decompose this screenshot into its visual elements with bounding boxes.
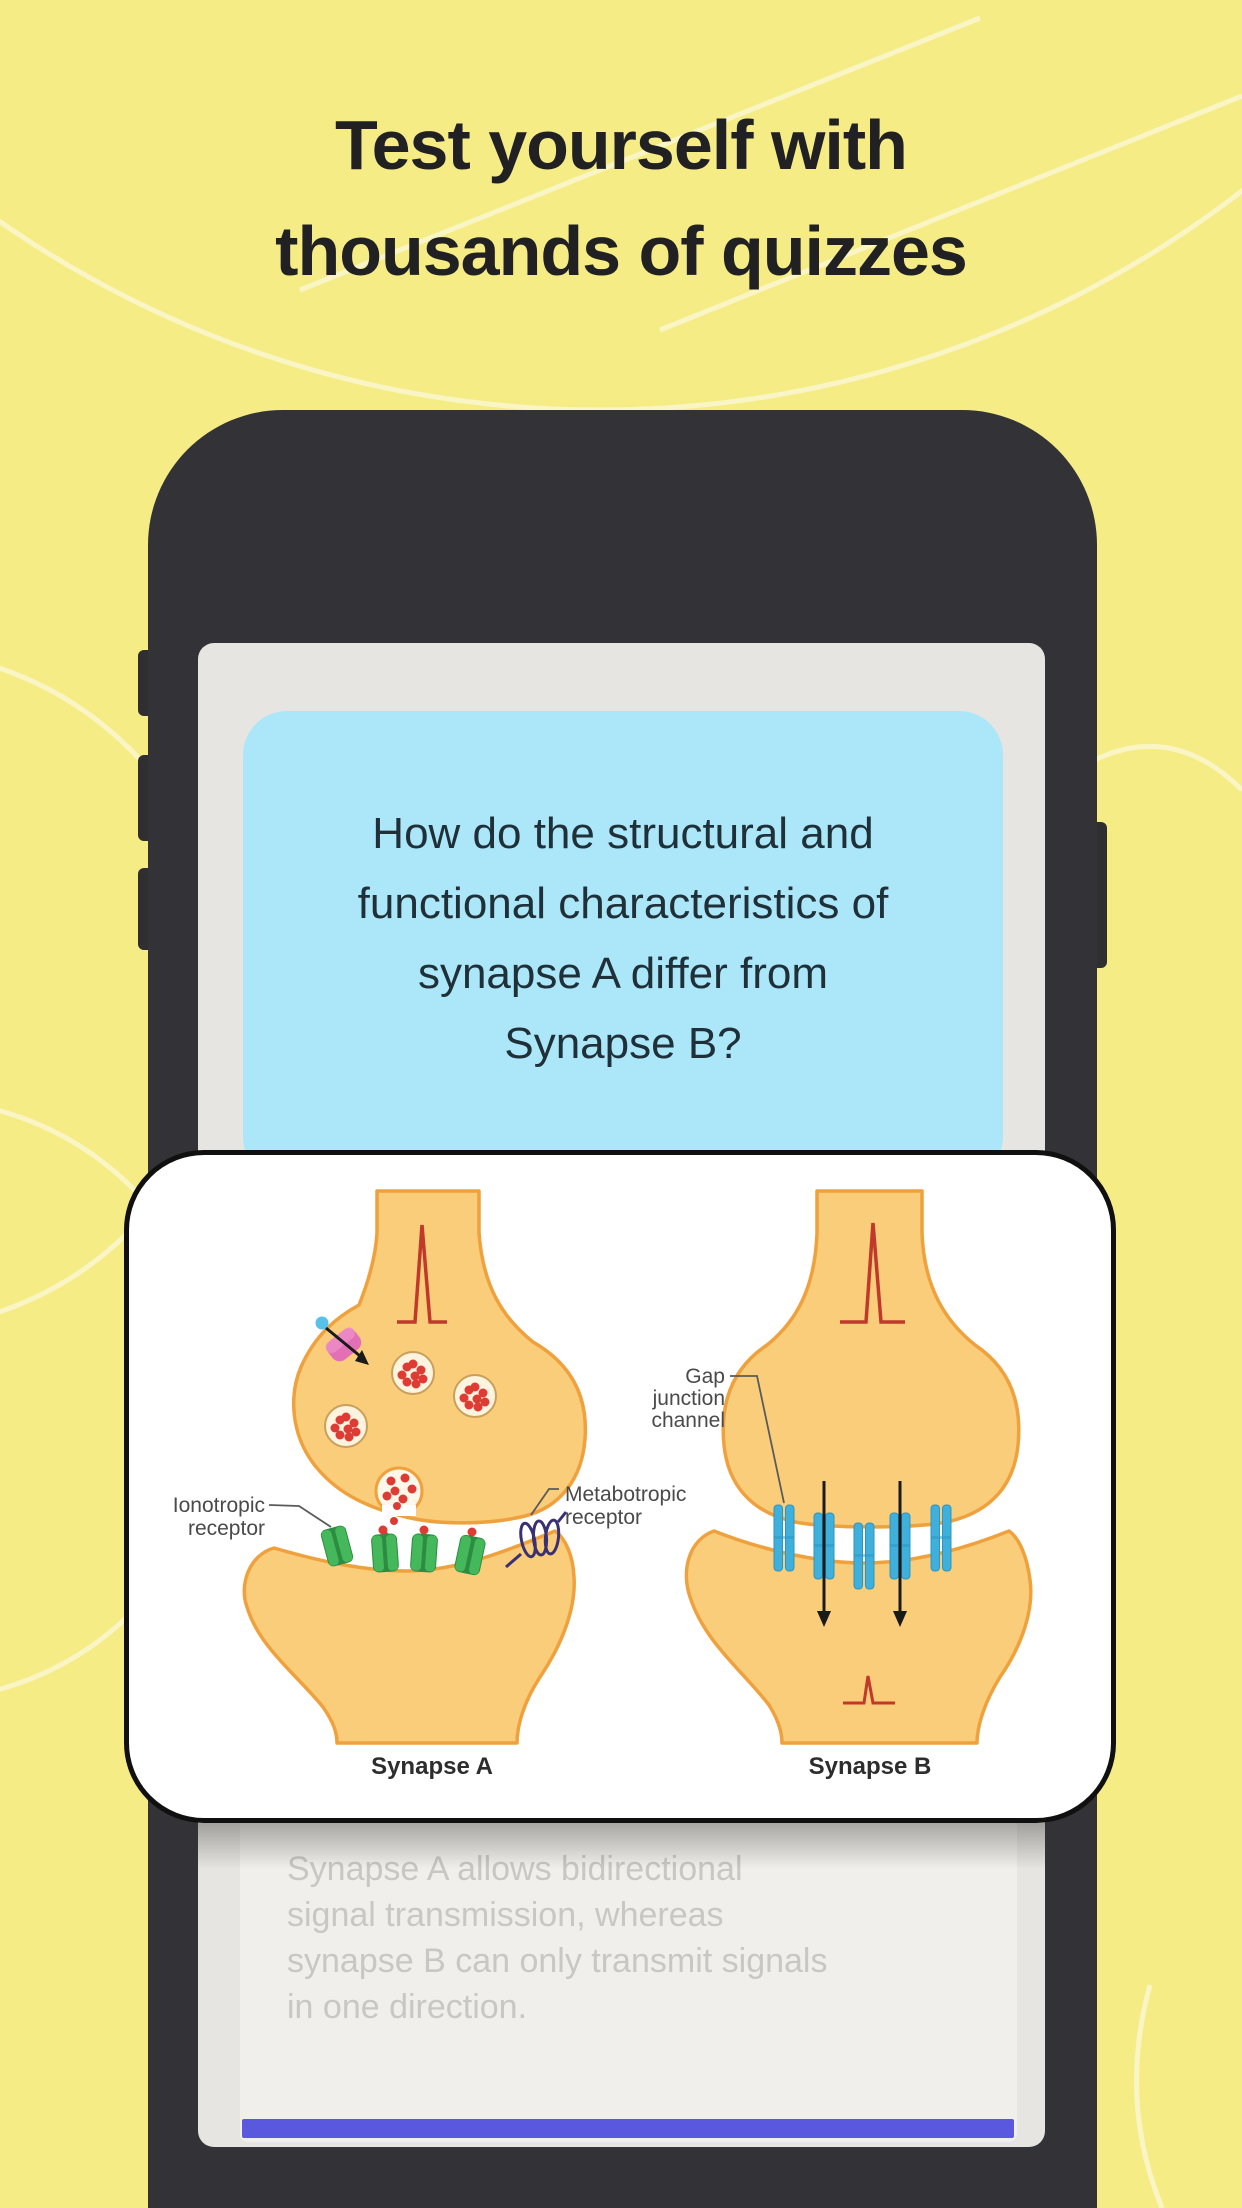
postsynaptic-cell-a <box>242 1529 576 1745</box>
ionotropic-pointer-line <box>268 1504 332 1528</box>
ionotropic-label-line1: Ionotropic <box>173 1494 265 1517</box>
presynaptic-terminal-a <box>292 1189 588 1525</box>
metabotropic-label-line2: receptor <box>565 1506 642 1529</box>
ionotropic-receptor-icon <box>409 1533 439 1573</box>
synapse-diagram-card: Ionotropic receptor Metabotropic recepto… <box>124 1150 1116 1823</box>
ionotropic-label-line2: receptor <box>188 1517 265 1540</box>
headline-line1: Test yourself with <box>335 106 908 184</box>
headline-bold-word: quizzes <box>721 212 968 290</box>
vesicle-icon <box>391 1351 435 1395</box>
quiz-question: How do the structural and functional cha… <box>357 809 889 1068</box>
arrowhead-icon <box>893 1611 907 1627</box>
vesicle-icon <box>324 1404 368 1448</box>
arrowhead-icon <box>817 1611 831 1627</box>
ionotropic-receptor-icon <box>370 1533 400 1573</box>
quiz-answer: Synapse A allows bidirectional signal tr… <box>287 1850 828 2026</box>
diagram-card-shadow <box>198 1823 1045 1869</box>
bound-neurotransmitter-icons <box>378 1525 477 1537</box>
gap-junction-label-line1: Gap <box>685 1365 725 1388</box>
synapse-b-caption: Synapse B <box>809 1753 932 1780</box>
quiz-answer-card[interactable]: Synapse A allows bidirectional signal tr… <box>240 1823 1017 2142</box>
molecule-icon <box>315 1316 329 1330</box>
postsynaptic-potential-icon <box>843 1675 895 1705</box>
signal-direction-arrows <box>822 1481 902 1613</box>
synapse-a-figure: Ionotropic receptor Metabotropic recepto… <box>173 1189 686 1780</box>
metabotropic-receptor-icon <box>505 1511 568 1569</box>
metabotropic-pointer-line <box>530 1488 559 1516</box>
quiz-question-card[interactable]: How do the structural and functional cha… <box>243 711 1003 1181</box>
headline-line2: thousands of quizzes <box>275 212 968 290</box>
fusing-vesicle-icon <box>374 1466 424 1539</box>
action-potential-a-icon <box>397 1224 447 1324</box>
synapse-a-caption: Synapse A <box>371 1753 493 1780</box>
synapse-b-figure: Gap junction channel Synapse B <box>651 1189 1033 1780</box>
presynaptic-terminal-b <box>721 1189 1021 1529</box>
vesicle-icon <box>453 1374 497 1418</box>
gap-junction-pointer-line <box>730 1375 785 1504</box>
action-potential-b-icon <box>840 1222 905 1324</box>
quiz-progress-bar <box>242 2119 1014 2138</box>
gap-junction-label-line2: junction <box>652 1387 725 1410</box>
synapse-diagram: Ionotropic receptor Metabotropic recepto… <box>173 1189 1033 1780</box>
transporter-icon <box>315 1316 369 1365</box>
headline: Test yourself with thousands of quizzes <box>0 92 1242 304</box>
gap-junction-label-line3: channel <box>651 1409 725 1432</box>
metabotropic-label-line1: Metabotropic <box>565 1483 686 1506</box>
